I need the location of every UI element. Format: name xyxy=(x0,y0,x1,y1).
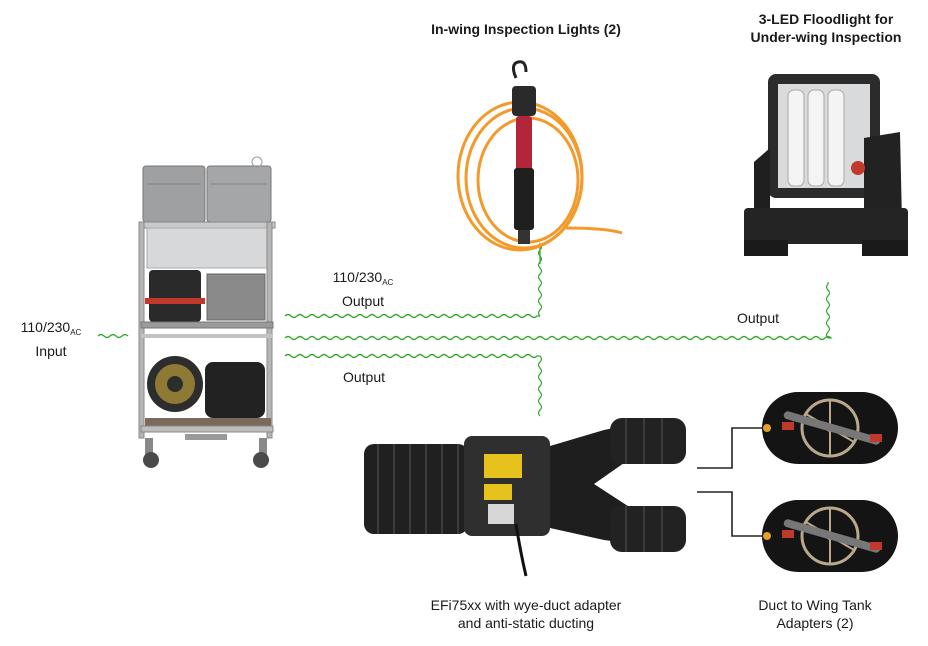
input-label: 110/230AC Input xyxy=(6,318,96,360)
output-voltage: 110/230 xyxy=(332,269,383,285)
floodlight-title-line1: 3-LED Floodlight for xyxy=(758,11,894,27)
output-word-top: Output xyxy=(341,293,385,309)
efi-caption: EFi75xx with wye-duct adapter and anti-s… xyxy=(386,596,666,632)
output-sub: AC xyxy=(382,278,394,287)
duct-caption: Duct to Wing Tank Adapters (2) xyxy=(730,596,900,632)
wing-tank-adapter-bottom xyxy=(762,500,898,572)
inwing-lights-title: In-wing Inspection Lights (2) xyxy=(431,21,621,37)
equipment-cart xyxy=(138,156,276,468)
led-floodlight xyxy=(744,74,908,256)
bracket-to-adapter-top xyxy=(697,427,764,469)
efi-caption-line2: and anti-static ducting xyxy=(457,615,595,631)
wire-to-floodlight xyxy=(284,335,833,341)
wing-tank-adapter-top xyxy=(762,392,898,464)
input-word: Input xyxy=(35,343,67,359)
wire-to-fan xyxy=(284,353,540,359)
floodlight-title-line2: Under-wing Inspection xyxy=(750,29,902,45)
floodlight-title: 3-LED Floodlight for Under-wing Inspecti… xyxy=(726,10,926,46)
duct-caption-line1: Duct to Wing Tank xyxy=(758,597,872,613)
output-label-right: Output xyxy=(736,310,780,326)
input-sub: AC xyxy=(70,328,82,337)
wire-to-inwing-lights xyxy=(284,313,540,319)
efi-fan-wye-duct xyxy=(364,418,686,577)
input-wire xyxy=(97,333,129,339)
efi-caption-line1: EFi75xx with wye-duct adapter xyxy=(430,597,622,613)
output-label-bottom: Output xyxy=(342,369,386,385)
output-label-top: 110/230AC Output xyxy=(318,268,408,310)
bracket-to-adapter-bottom xyxy=(697,491,764,537)
duct-caption-line2: Adapters (2) xyxy=(776,615,854,631)
inwing-inspection-light xyxy=(456,60,623,252)
input-voltage: 110/230 xyxy=(20,319,71,335)
